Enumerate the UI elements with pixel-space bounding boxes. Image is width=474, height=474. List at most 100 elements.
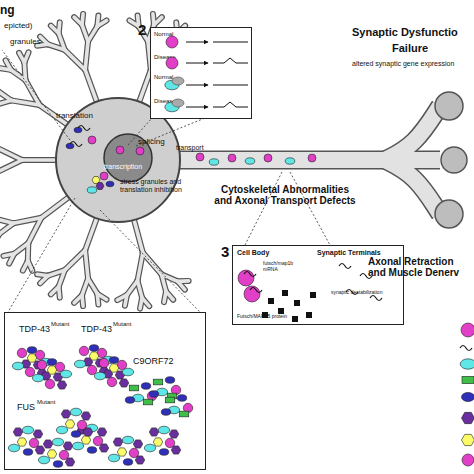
annotation-label: granules [10, 38, 41, 47]
annotation-label: stress granules and translation inhibiti… [120, 178, 194, 193]
illustration-part [385, 106, 440, 160]
molecule [57, 381, 67, 389]
illustration-part [0, 223, 13, 234]
molecule [115, 371, 125, 379]
illustration-part [48, 270, 65, 276]
molecule [250, 288, 262, 293]
illustration-part [24, 62, 25, 80]
illustration-part [85, 250, 88, 278]
illustration-part [48, 44, 65, 50]
illustration-part [74, 17, 82, 25]
illustration-part [48, 270, 65, 276]
molecule [462, 392, 474, 401]
illustration-part [140, 298, 142, 309]
illustration-part [24, 62, 25, 80]
illustration-part [48, 44, 65, 50]
illustration-part [59, 270, 65, 287]
molecule [339, 264, 351, 269]
panel-text: TDP-43 [81, 325, 112, 335]
molecule [74, 360, 85, 368]
molecule [40, 358, 51, 366]
annotation-label: Synaptic Dysfunctio [352, 26, 458, 38]
annotation-label: epicted) [4, 22, 32, 31]
molecule [52, 438, 63, 446]
illustration-part [138, 281, 143, 298]
illustration-part [82, 25, 88, 42]
illustration-part [292, 316, 298, 322]
illustration-part [11, 100, 39, 105]
illustration-part [282, 290, 288, 296]
illustration-part [19, 53, 24, 63]
illustration-part [23, 261, 28, 271]
molecule [60, 370, 71, 378]
molecule [100, 172, 108, 180]
panel-text: Mutant [37, 399, 55, 406]
molecule [122, 368, 133, 376]
synaptic-terminal [435, 200, 463, 228]
inset-panel: NormalDiseaseNormalDisease [150, 27, 252, 119]
panel-text: FUS [17, 403, 35, 413]
panel-text: futsch/map1b mRNA [263, 261, 305, 272]
molecule [83, 428, 93, 436]
molecule [117, 448, 127, 456]
molecule [22, 426, 33, 434]
molecule [89, 352, 99, 360]
illustration-part [117, 295, 127, 300]
leader-line [2, 50, 70, 140]
molecule [38, 456, 49, 464]
annotation-label: altered synaptic gene expression [352, 60, 454, 68]
molecule [108, 454, 119, 462]
illustration-part [0, 90, 11, 100]
illustration-part [59, 22, 60, 33]
molecule [94, 372, 105, 380]
annotation-label: Cytoskeletal Abnormalities and Axonal Tr… [212, 184, 358, 206]
panel-text: Normal [154, 31, 173, 38]
illustration-part [129, 20, 138, 26]
illustration-part [306, 312, 312, 318]
illustration-part [40, 276, 48, 284]
molecule [53, 373, 63, 381]
illustration-part [138, 253, 143, 281]
illustration-part [37, 274, 48, 275]
illustration-part [65, 50, 85, 70]
molecule [96, 183, 104, 190]
molecule [116, 146, 124, 154]
illustration-part [186, 42, 208, 43]
molecule [45, 379, 55, 389]
illustration-part [24, 52, 28, 62]
panel-text: Futsch/MAP1B protein [237, 314, 287, 320]
molecule [35, 446, 45, 454]
illustration-part [82, 279, 88, 296]
molecule [37, 369, 47, 377]
panel-text: Cell Body [237, 249, 269, 257]
illustration-part [88, 279, 97, 294]
illustration-part [41, 190, 78, 218]
molecule [99, 367, 109, 375]
illustration-part [294, 300, 300, 306]
illustration-part [131, 208, 143, 252]
illustration-part [178, 281, 185, 289]
molecule [460, 359, 474, 369]
annotation-label: translation [56, 112, 93, 121]
futsch-panel-art [238, 264, 382, 323]
illustration-part [97, 294, 106, 300]
molecule [77, 420, 87, 430]
illustration-part [310, 292, 316, 298]
illustration-part [3, 254, 14, 256]
molecule [99, 444, 109, 452]
molecule [70, 142, 82, 147]
molecule [33, 361, 43, 369]
molecule [12, 362, 23, 370]
molecule [81, 412, 91, 420]
illustration-part [0, 160, 22, 172]
molecule [95, 359, 105, 367]
illustration-part [74, 17, 82, 25]
molecule [102, 356, 113, 364]
illustration-part [385, 160, 440, 214]
synaptic-terminal [441, 147, 467, 173]
illustration-part [25, 80, 39, 105]
illustration-part [172, 77, 184, 85]
illustration-part [213, 42, 248, 43]
illustration-part [37, 274, 48, 275]
